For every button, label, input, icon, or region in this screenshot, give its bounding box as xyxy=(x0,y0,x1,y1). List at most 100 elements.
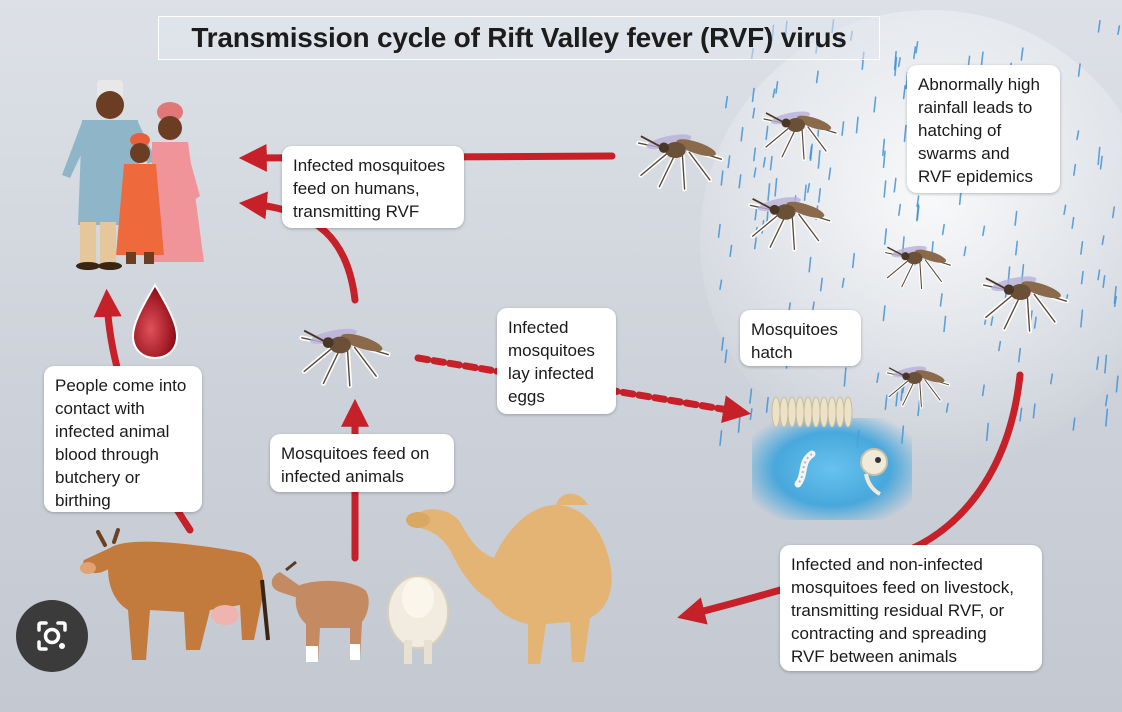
raindrop xyxy=(749,408,753,421)
raindrop xyxy=(740,127,744,142)
raindrop xyxy=(753,147,757,162)
raindrop xyxy=(724,349,728,364)
raindrop xyxy=(1020,47,1024,61)
raindrop xyxy=(769,155,773,171)
label-feed-animals: Mosquitoes feed on infected animals xyxy=(270,434,454,492)
raindrop xyxy=(882,138,886,157)
raindrop xyxy=(897,57,901,68)
raindrop xyxy=(819,277,823,292)
raindrop xyxy=(1102,275,1106,288)
label-hatch: Mosquitoes hatch xyxy=(740,310,861,366)
raindrop xyxy=(751,87,755,103)
raindrop xyxy=(982,225,986,237)
raindrop xyxy=(721,336,725,351)
raindrop xyxy=(895,389,899,407)
raindrop xyxy=(1104,354,1108,374)
egg-raft-icon xyxy=(771,396,853,428)
mosquito-swarm xyxy=(299,111,1069,409)
label-livestock: Infected and non-infected mosquitoes fee… xyxy=(780,545,1042,671)
raindrop xyxy=(754,207,758,221)
raindrop xyxy=(1032,403,1036,419)
sheep-icon xyxy=(387,575,449,664)
raindrop xyxy=(985,422,990,442)
label-feed-humans: Infected mosquitoes feed on humans, tran… xyxy=(282,146,464,228)
raindrop xyxy=(1014,210,1018,226)
raindrop xyxy=(1101,235,1105,246)
larva-icon xyxy=(794,450,816,488)
raindrop xyxy=(913,46,917,60)
raindrop xyxy=(980,51,984,66)
mosquito-icon xyxy=(883,245,953,291)
raindrop xyxy=(817,150,821,169)
breeding-site xyxy=(752,396,912,520)
raindrop xyxy=(893,177,897,193)
raindrop xyxy=(917,399,921,417)
raindrop xyxy=(1063,204,1067,215)
lens-search-button[interactable] xyxy=(16,600,88,672)
raindrop xyxy=(903,124,907,143)
raindrop xyxy=(727,155,731,169)
raindrop xyxy=(916,195,920,208)
raindrop xyxy=(1111,206,1116,219)
raindrop xyxy=(772,88,776,98)
people-icon xyxy=(62,80,204,270)
page-title: Transmission cycle of Rift Valley fever … xyxy=(158,16,880,60)
raindrop xyxy=(1117,25,1121,35)
raindrop xyxy=(737,413,741,433)
raindrop xyxy=(939,293,943,307)
goat-icon xyxy=(271,560,369,662)
raindrop xyxy=(1076,130,1080,141)
raindrop xyxy=(897,203,902,216)
raindrop xyxy=(1019,407,1023,422)
raindrop xyxy=(963,246,967,257)
raindrop xyxy=(1080,270,1084,285)
raindrop xyxy=(1017,347,1022,363)
raindrop xyxy=(1071,216,1075,229)
raindrop xyxy=(1033,316,1037,329)
raindrop xyxy=(916,205,920,221)
raindrop xyxy=(902,84,906,100)
raindrop xyxy=(990,316,994,326)
raindrop xyxy=(1113,285,1117,304)
raindrop xyxy=(1072,417,1076,431)
raindrop xyxy=(893,50,897,71)
raindrop xyxy=(808,256,812,273)
raindrop xyxy=(719,430,723,446)
raindrop xyxy=(882,150,886,169)
raindrop xyxy=(882,305,886,322)
raindrop xyxy=(765,396,769,413)
mosquito-icon xyxy=(636,134,724,192)
raindrop xyxy=(873,96,877,113)
raindrop xyxy=(1104,394,1109,407)
pupa-icon xyxy=(860,448,888,496)
mosquito-icon xyxy=(299,328,391,389)
raindrop xyxy=(724,95,729,109)
raindrop xyxy=(855,116,859,134)
mosquito-icon xyxy=(762,111,838,161)
mosquito-icon xyxy=(748,197,832,252)
raindrop xyxy=(1097,146,1101,166)
raindrop xyxy=(1097,19,1101,33)
raindrop xyxy=(719,279,723,291)
raindrop xyxy=(767,183,771,201)
raindrop xyxy=(762,157,766,168)
arrow-to-humans-curve xyxy=(238,191,359,304)
raindrop xyxy=(809,145,813,160)
raindrop xyxy=(1073,163,1077,176)
raindrop xyxy=(841,277,845,288)
raindrop xyxy=(753,167,757,178)
raindrop xyxy=(943,315,947,333)
raindrop xyxy=(945,402,949,413)
raindrop xyxy=(941,223,945,236)
raindrop xyxy=(1115,375,1119,393)
raindrop xyxy=(803,184,807,201)
raindrop xyxy=(1049,373,1054,385)
raindrop xyxy=(828,167,832,181)
raindrop xyxy=(998,340,1002,352)
raindrop xyxy=(1097,269,1101,281)
raindrop xyxy=(738,174,742,189)
raindrop xyxy=(884,394,888,411)
raindrop xyxy=(806,183,811,193)
raindrop xyxy=(753,237,757,250)
